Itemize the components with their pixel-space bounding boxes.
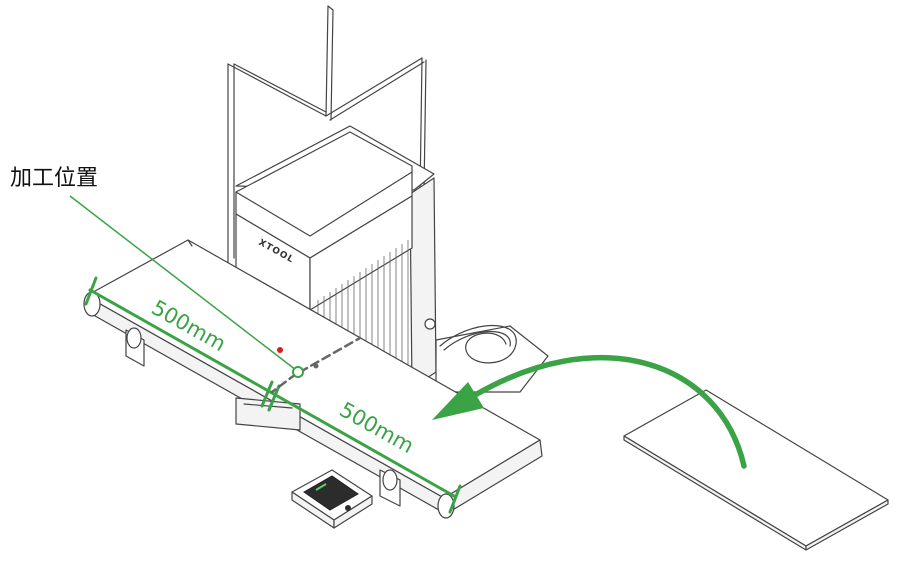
controller-panel	[291, 469, 373, 529]
processing-position-guide	[69, 195, 362, 394]
side-port-icon	[424, 318, 436, 330]
controller-button-icon	[345, 505, 351, 511]
laser-dot-marker	[277, 347, 283, 353]
processing-position-label: 加工位置	[10, 166, 98, 191]
material-sheet	[623, 389, 889, 551]
processing-point-marker	[292, 366, 304, 378]
controller-screen	[303, 475, 359, 511]
cable-assembly	[435, 324, 549, 393]
feed-direction-arrow	[432, 354, 747, 469]
conveyor-belt	[83, 239, 543, 519]
transparent-lid	[227, 5, 427, 263]
